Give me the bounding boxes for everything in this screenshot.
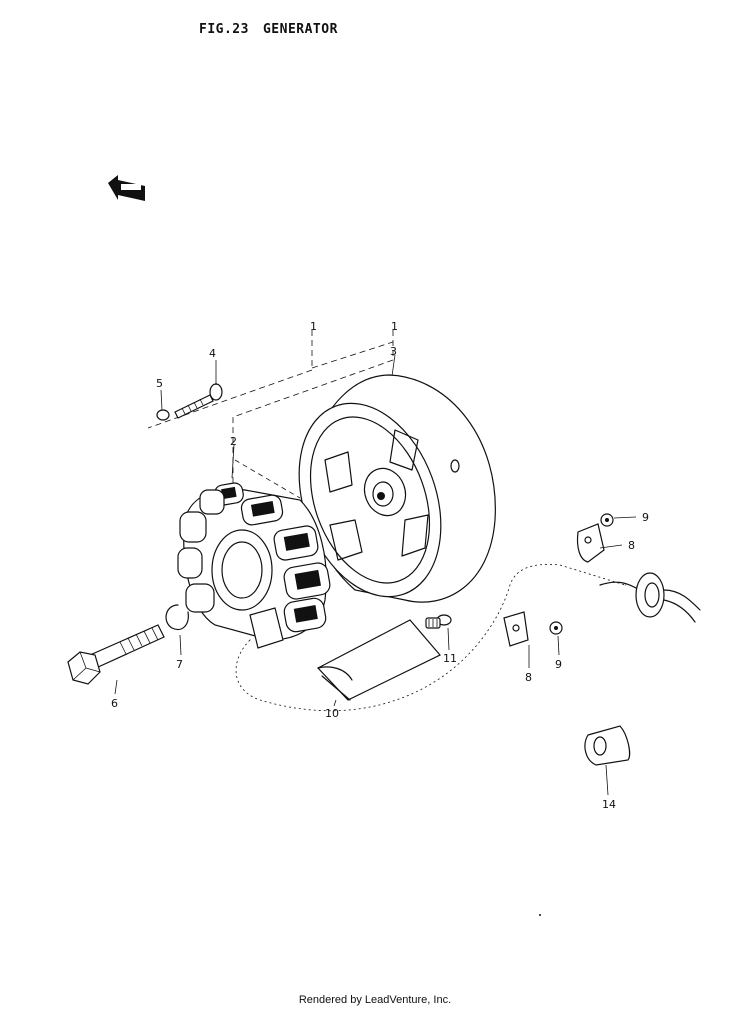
callout-1b: 1 [391, 320, 398, 333]
callout-8-lower: 8 [525, 671, 532, 684]
callout-6: 6 [111, 697, 118, 710]
callout-14: 14 [602, 798, 616, 811]
lock-washer [156, 409, 170, 421]
callout-11: 11 [443, 652, 457, 665]
harness-clamp-lower [503, 611, 563, 647]
stator-windings [177, 482, 331, 633]
stator-bolt [174, 383, 223, 419]
clamp-screw [425, 614, 452, 629]
front-direction-arrow-icon [108, 175, 145, 201]
callout-1: 1 [310, 320, 317, 333]
callout-4: 4 [209, 347, 216, 360]
callout-10: 10 [325, 707, 339, 720]
assembly-bracket-lines [147, 330, 394, 499]
callout-9-lower: 9 [555, 658, 562, 671]
wire-clamp-plate [317, 619, 441, 701]
wire-harness [232, 560, 701, 715]
harness-grommet-cap [584, 725, 631, 766]
callout-8-upper: 8 [628, 539, 635, 552]
callout-2: 2 [230, 435, 237, 448]
figure-number: FIG.23 [199, 22, 249, 37]
leader-lines [114, 354, 637, 796]
callout-9-upper: 9 [642, 511, 649, 524]
callout-3: 3 [390, 345, 397, 358]
figure-name: GENERATOR [262, 22, 338, 37]
harness-clamp-upper [576, 513, 614, 563]
stator-coil [177, 482, 331, 649]
circlip [165, 604, 189, 631]
figure-title: FIG.23 GENERATOR [199, 22, 338, 37]
callout-7: 7 [176, 658, 183, 671]
rotor-bolt [67, 624, 165, 685]
footer-credit: Rendered by LeadVenture, Inc. [298, 994, 452, 1006]
callout-5: 5 [156, 377, 163, 390]
